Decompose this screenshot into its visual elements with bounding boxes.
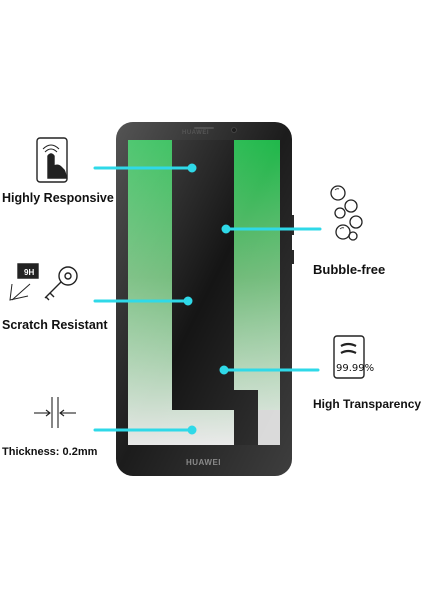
feature-scratch-resistant: Scratch Resistant [2, 318, 108, 332]
feature-thickness: Thickness: 0.2mm [2, 446, 98, 458]
hardness-badge: 9H [24, 268, 35, 277]
power-button [292, 250, 294, 264]
touch-finger-icon [36, 137, 68, 183]
pointer-dot-bubble [221, 224, 231, 234]
pointer-dot-responsive [187, 163, 197, 173]
pointer-dot-scratch [183, 296, 193, 306]
transparency-card-icon [333, 335, 365, 379]
pointer-dot-transparency [219, 365, 229, 375]
feature-bubble-free: Bubble-free [313, 262, 386, 277]
feature-highly-responsive: Highly Responsive [2, 191, 114, 205]
key-scratch-icon [9, 263, 78, 301]
glass-sheen [116, 122, 292, 476]
pointer-dot-thickness [187, 425, 197, 435]
phone-brand-bottom: HUAWEI [186, 458, 221, 467]
transparency-percent: 99.99% [336, 363, 375, 374]
feature-high-transparency: High Transparency [313, 397, 422, 411]
phone-brand-top: HUAWEI [182, 130, 209, 136]
thickness-arrows-icon [34, 397, 76, 428]
bubbles-icon [330, 185, 363, 241]
volume-button [292, 215, 294, 235]
